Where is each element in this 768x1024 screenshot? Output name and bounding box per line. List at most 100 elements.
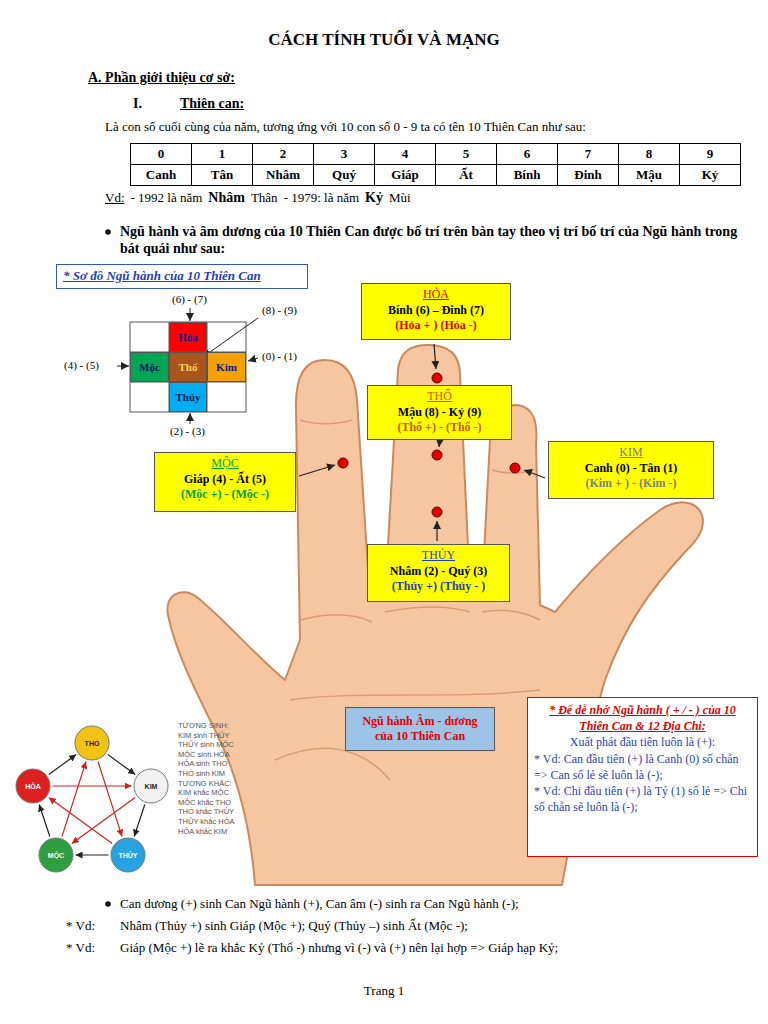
- node-text: MỘC: [48, 852, 64, 859]
- callout-number: (0) - (1): [262, 350, 297, 363]
- node-text: Nhâm (2) - Quý (3): [372, 564, 505, 580]
- circle-shape: [39, 838, 73, 872]
- table-cell: 7: [557, 143, 619, 165]
- table-cell: 2: [252, 143, 314, 165]
- cycle-note: THỦY khắc HỎA: [178, 818, 235, 826]
- text-line: Nhâm (Thủy +) sinh Giáp (Mộc +); Quý (Th…: [120, 918, 468, 934]
- circle-shape: [111, 838, 145, 872]
- generation-arrow: [49, 755, 76, 775]
- table-cell: Tân: [191, 164, 253, 186]
- element-circle: HỎA: [15, 768, 51, 804]
- element-cell: Kim: [207, 352, 246, 382]
- table-cell: Quý: [313, 164, 375, 186]
- bullet-dots: [105, 229, 111, 907]
- control-arrow: [98, 762, 122, 837]
- circle-shape: [75, 726, 109, 760]
- callout-number: (4) - (5): [64, 359, 99, 372]
- table-cell: 8: [618, 143, 680, 165]
- generation-arrow: [76, 854, 109, 855]
- generation-arrow: [39, 805, 50, 837]
- caption-box: * Sơ đồ Ngũ hành của 10 Thiên Can: [56, 264, 308, 289]
- element-circle: MỘC: [38, 837, 74, 873]
- text-line: * Vd:: [66, 918, 95, 934]
- cycle-note: MỘC sinh HỎA: [178, 751, 230, 759]
- node-text: Canh (0) - Tân (1): [553, 461, 709, 477]
- cycle-note: HỎA sinh THỔ: [178, 760, 227, 768]
- text-line: A. Phần giới thiệu cơ sở:: [88, 70, 235, 87]
- table-cell: 1: [191, 143, 253, 165]
- node-text: * Vd: Chi đầu tiên (+) là Tý (1) số lẻ =…: [534, 783, 751, 815]
- text-line: I.: [133, 96, 142, 113]
- cycle-note: KIM khắc MỘC: [178, 789, 229, 797]
- node-text: THỦY: [118, 852, 137, 859]
- node-text: Bính (6) – Đinh (7): [366, 303, 506, 319]
- text-line: Là con số cuối cùng của năm, tương ứng v…: [105, 119, 586, 135]
- element-box: THỦYNhâm (2) - Quý (3)(Thủy +) (Thủy - ): [367, 544, 510, 602]
- cycle-note: THỦY sinh MỘC: [178, 741, 234, 749]
- node-text: HỎA: [25, 783, 41, 790]
- element-cell: Hỏa: [169, 322, 207, 352]
- node-text: KIM: [145, 783, 158, 790]
- node-text: * Vd: Can đầu tiên (+) là Canh (0) số ch…: [534, 751, 751, 783]
- table-cell: 6: [496, 143, 558, 165]
- callout-number: (8) - (9): [262, 304, 297, 317]
- element-cell: Thủy: [169, 382, 207, 412]
- memo-box: * Để dễ nhớ Ngũ hành ( + / - ) của 10 Th…: [527, 697, 758, 857]
- table-cell: 3: [313, 143, 375, 165]
- node-text: * Sơ đồ Ngũ hành của 10 Thiên Can: [63, 268, 301, 284]
- node-text: (Hỏa + ) (Hỏa -): [366, 318, 506, 334]
- node-text: Kim: [216, 361, 237, 373]
- node-text: Xuất phát đầu tiên luôn là (+):: [534, 734, 751, 750]
- circle-shape: [134, 769, 168, 803]
- note-box: Ngũ hành Âm - dương của 10 Thiên Can: [345, 707, 495, 751]
- table-cell: 5: [435, 143, 497, 165]
- element-circle: THỔ: [74, 725, 110, 761]
- example-text: - 1979: là năm: [284, 190, 359, 206]
- finger-dots: [338, 373, 520, 517]
- element-circle: THỦY: [110, 837, 146, 873]
- table-cell: Mậu: [618, 164, 680, 186]
- control-arrow: [62, 762, 86, 837]
- node-text: Hỏa: [178, 331, 198, 343]
- node-text: THỔ: [85, 740, 100, 747]
- node-text: Ngũ hành Âm - dương của 10 Thiên Can: [352, 714, 488, 744]
- node-text: MỘC: [159, 456, 291, 472]
- text-line: Can dương (+) sinh Can Ngũ hành (+), Can…: [120, 896, 519, 912]
- example-text: - 1992 là năm: [131, 190, 203, 206]
- callout-number: (2) - (3): [170, 425, 205, 438]
- example-text: Kỷ: [365, 190, 383, 207]
- example-text: Thân: [251, 190, 278, 206]
- element-cell: Mộc: [130, 352, 169, 382]
- node-text: Giáp (4) - Ất (5): [159, 472, 291, 488]
- example-row: Vd: - 1992 là năm Nhâm Thân - 1979: là năm Kỷ…: [105, 190, 411, 207]
- grid-outline: [130, 322, 246, 412]
- circle-shape: [16, 769, 50, 803]
- node-text: Thổ: [179, 361, 198, 373]
- example-text: Vd:: [105, 190, 125, 206]
- example-text: Mùi: [389, 190, 411, 206]
- cycle-note: HỎA khắc KIM: [178, 828, 227, 836]
- element-circle: KIM: [133, 768, 169, 804]
- table-cell: Ất: [435, 164, 497, 186]
- text-line: * Vd:: [66, 940, 95, 956]
- node-text: HỎA: [366, 287, 506, 303]
- page-title: CÁCH TÍNH TUỔI VÀ MẠNG: [0, 30, 768, 50]
- table-cell: Kỷ: [679, 164, 741, 186]
- text-line: Trang 1: [0, 983, 768, 999]
- node-text: (Thổ +) - (Thổ -): [372, 420, 507, 436]
- table-cell: 0: [130, 143, 192, 165]
- table-cell: Bính: [496, 164, 558, 186]
- hand-leaders: [299, 344, 545, 541]
- table-cell: Canh: [130, 164, 192, 186]
- node-text: KIM: [553, 445, 709, 461]
- example-text: Nhâm: [208, 190, 245, 207]
- node-text: (Thủy +) (Thủy - ): [372, 579, 505, 595]
- cycle-note: TƯƠNG SINH:: [178, 722, 229, 730]
- cycle-note: MỘC khắc THỔ: [178, 799, 231, 807]
- generation-arrow: [134, 805, 145, 837]
- generation-arrow: [108, 755, 135, 775]
